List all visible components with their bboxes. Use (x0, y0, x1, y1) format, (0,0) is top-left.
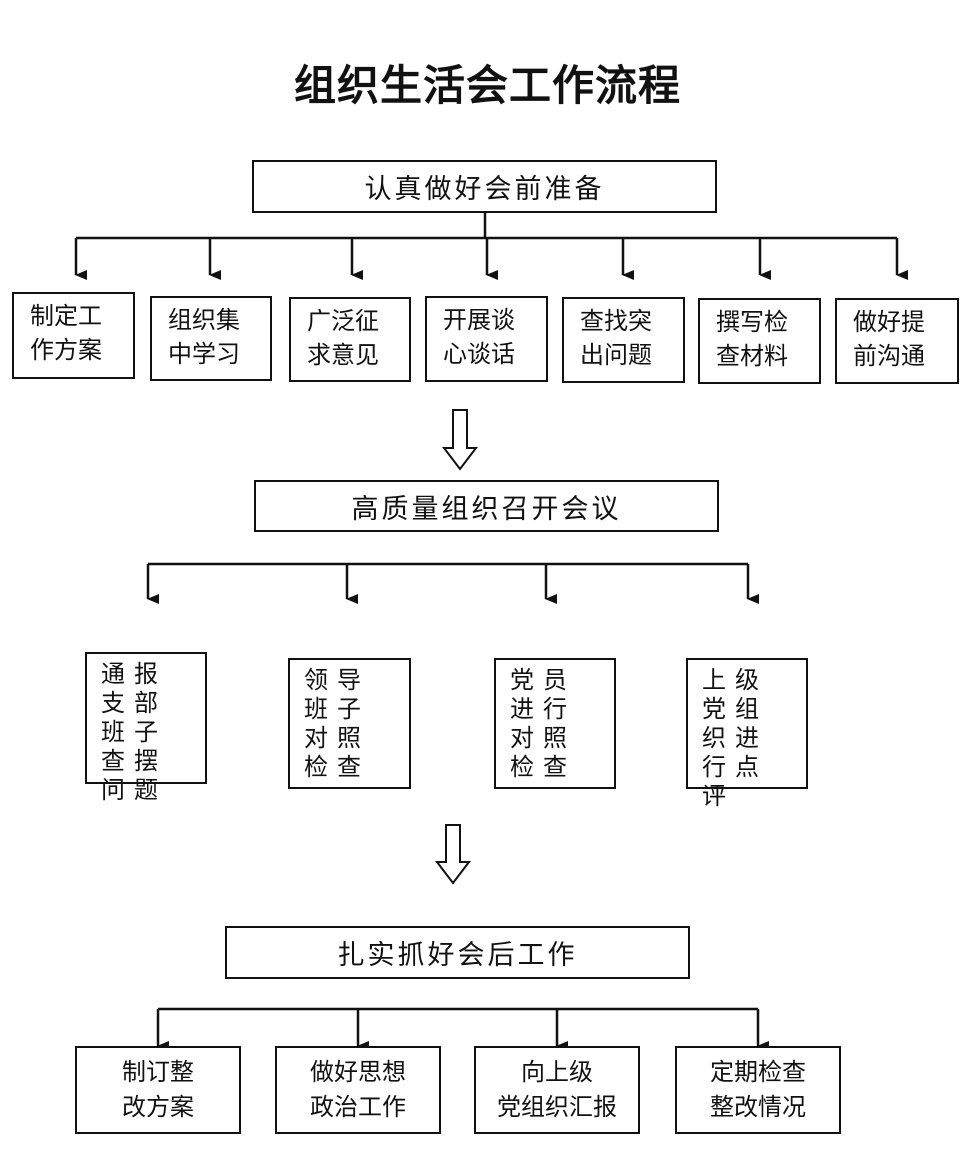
step-line: 求意见 (307, 341, 379, 369)
hollow-down-arrow-2 (434, 824, 472, 885)
step-line: 做好提 (853, 308, 925, 336)
step-write-review-material: 撰写检 查材料 (698, 298, 821, 384)
step-text: 通报支部班子查摆问题 (101, 660, 167, 804)
step-text: 上级党组织进行点评 (702, 666, 768, 810)
step-group-study: 组织集 中学习 (150, 296, 272, 381)
step-line: 党组织汇报 (497, 1093, 617, 1121)
step-line: 查找突 (580, 307, 652, 335)
step-line: 制定工 (30, 302, 102, 330)
step-line: 前沟通 (853, 342, 925, 370)
hollow-down-arrow-1 (441, 409, 479, 471)
step-line: 整改情况 (710, 1093, 806, 1121)
stage-1-label: 认真做好会前准备 (364, 174, 605, 205)
step-text: 领导班子对照检查 (304, 666, 370, 781)
step-find-problems: 查找突 出问题 (562, 297, 685, 383)
meeting-member-review: 党员进行对照检查 (494, 658, 616, 789)
step-line: 作方案 (30, 336, 102, 364)
step-heart-to-heart-talks: 开展谈 心谈话 (425, 296, 548, 382)
step-make-work-plan: 制定工 作方案 (12, 292, 135, 379)
follow-report-to-superior: 向上级 党组织汇报 (474, 1046, 640, 1134)
step-solicit-opinions: 广泛征 求意见 (289, 297, 411, 382)
step-line: 定期检查 (710, 1058, 806, 1086)
meeting-branch-report: 通报支部班子查摆问题 (85, 652, 207, 804)
step-line: 政治工作 (310, 1093, 406, 1121)
step-line: 改方案 (122, 1093, 194, 1121)
step-line: 广泛征 (307, 307, 379, 335)
step-line: 查材料 (716, 342, 788, 370)
meeting-superior-comment: 上级党组织进行点评 (686, 658, 808, 810)
follow-rectification-plan: 制订整 改方案 (75, 1046, 241, 1134)
step-line: 做好思想 (310, 1058, 406, 1086)
stage-1-box: 认真做好会前准备 (252, 160, 717, 213)
step-line: 出问题 (580, 341, 652, 369)
step-line: 撰写检 (716, 308, 788, 336)
stage-3-box: 扎实抓好会后工作 (225, 926, 690, 979)
step-line: 中学习 (168, 340, 240, 368)
page-title: 组织生活会工作流程 (293, 61, 681, 110)
step-advance-communication: 做好提 前沟通 (835, 298, 959, 384)
step-line: 组织集 (168, 306, 240, 334)
step-line: 开展谈 (443, 306, 515, 334)
step-line: 制订整 (122, 1058, 194, 1086)
stage-2-label: 高质量组织召开会议 (351, 493, 622, 525)
follow-ideological-work: 做好思想 政治工作 (275, 1046, 441, 1134)
stage-3-label: 扎实抓好会后工作 (337, 940, 578, 971)
stage-2-box: 高质量组织召开会议 (254, 480, 719, 532)
follow-regular-inspection: 定期检查 整改情况 (675, 1046, 841, 1134)
step-text: 党员进行对照检查 (510, 666, 576, 781)
step-line: 心谈话 (443, 340, 515, 368)
meeting-leadership-review: 领导班子对照检查 (288, 658, 411, 789)
step-line: 向上级 (521, 1058, 593, 1086)
